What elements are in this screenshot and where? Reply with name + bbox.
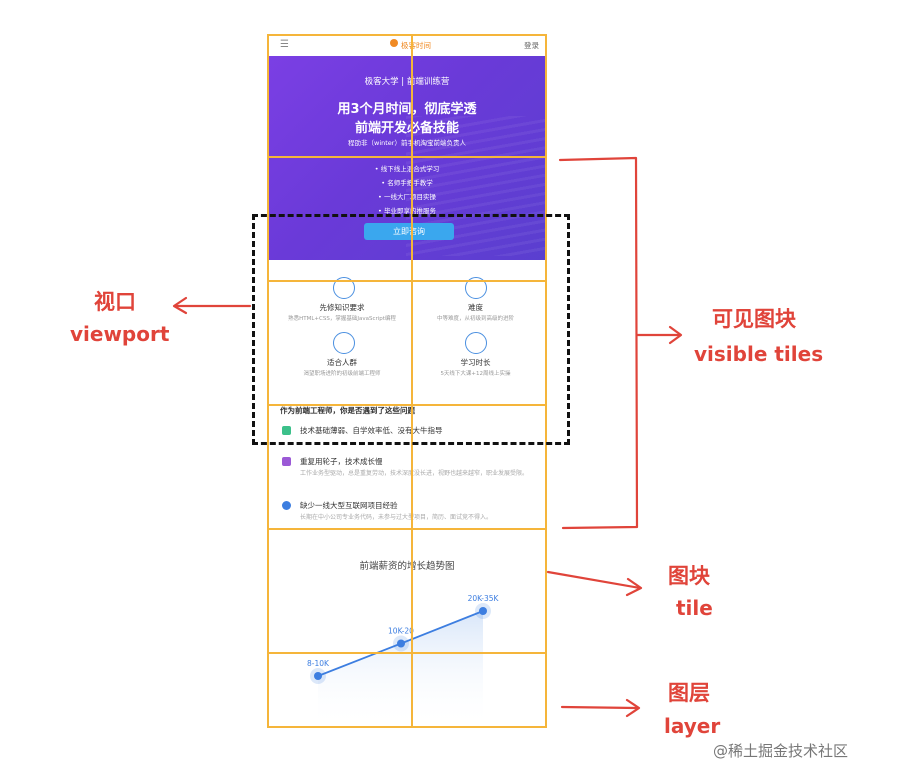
mobile-page: ☰ 极客时间 登录 极客大学 | 前端训练营 用3个月时间，彻底学透 前端开发必…	[268, 36, 546, 728]
data-label: 8-10K	[307, 659, 330, 668]
viewport-arrowhead	[172, 296, 188, 315]
question-title: 缺少一线大型互联网项目经验	[300, 501, 398, 510]
banner-bullet: • 一线大厂项目实操	[378, 193, 436, 201]
tile-label-en: tile	[676, 596, 713, 620]
feature-title: 先修知识要求	[319, 303, 365, 312]
hamburger-icon[interactable]: ☰	[280, 39, 289, 50]
banner-headline-2: 前端开发必备技能	[354, 121, 459, 136]
banner-headline-1: 用3个月时间，彻底学透	[337, 102, 477, 117]
calendar-icon	[465, 332, 487, 354]
chart-area	[318, 611, 483, 728]
layer-arrow	[560, 705, 640, 710]
logo-text: 极客时间	[401, 41, 431, 50]
tile	[411, 652, 547, 728]
layer-label-cn: 图层	[668, 681, 710, 705]
banner-bullet: • 名师手把手教学	[381, 179, 433, 187]
question-title: 重复用轮子，技术成长慢	[300, 457, 383, 466]
visible-tiles-bracket	[558, 156, 639, 530]
feature-sub: 渴望职场进阶的初级前端工程师	[303, 371, 381, 377]
feature-sub: 熟悉HTML+CSS，掌握基础JavaScript编程	[288, 316, 396, 322]
viewport-box	[252, 214, 570, 445]
consult-button[interactable]: 立即咨询	[364, 223, 454, 240]
check-icon	[282, 426, 291, 435]
questions-title: 作为前端工程师，你是否遇到了这些问题	[280, 406, 415, 415]
graduation-cap-icon	[333, 277, 355, 299]
hero-banner: 极客大学 | 前端训练营 用3个月时间，彻底学透 前端开发必备技能 程劭非（wi…	[268, 56, 546, 260]
data-point	[479, 607, 487, 615]
people-icon	[333, 332, 355, 354]
viewport-label-en: viewport	[70, 322, 170, 346]
banner-bullet: • 毕业即享内推服务	[378, 207, 436, 215]
salary-chart: 8-10K 10K-20 20K-35K	[307, 594, 500, 728]
tile-label-cn: 图块	[668, 564, 710, 588]
chart-title: 前端薪资的增长趋势图	[359, 561, 455, 572]
data-point	[397, 639, 405, 648]
data-point	[314, 672, 322, 680]
feature-title: 适合人群	[327, 358, 357, 367]
top-bar: ☰ 极客时间 登录	[268, 36, 546, 56]
visible-tiles-label-cn: 可见图块	[712, 307, 796, 331]
question-title: 技术基础薄弱、自学效率低、没有大牛指导	[300, 426, 443, 435]
chart-icon	[465, 277, 487, 299]
tile-arrowhead	[625, 577, 643, 597]
data-label: 20K-35K	[468, 594, 500, 603]
wheel-icon	[282, 457, 291, 466]
banner-bullet: • 线下线上混合式学习	[374, 165, 440, 173]
logo-icon	[390, 39, 398, 47]
banner-author: 程劭非（winter）前手机淘宝前端负责人	[348, 139, 466, 147]
visible-tiles-label-en: visible tiles	[694, 342, 824, 366]
feature-sub: 中等难度，从初级到高级的进阶	[436, 316, 514, 322]
login-link[interactable]: 登录	[524, 41, 539, 50]
visible-tiles-arrowhead	[668, 325, 683, 345]
layer-arrowhead	[625, 698, 641, 718]
layer-label-en: layer	[664, 714, 721, 738]
feature-sub: 5天线下大课+12周线上实操	[440, 371, 511, 377]
feature-title: 学习时长	[460, 358, 491, 367]
feature-title: 难度	[468, 303, 483, 312]
tile-arrow	[546, 570, 642, 590]
data-label: 10K-20	[388, 627, 414, 636]
banner-brand: 极客大学 | 前端训练营	[364, 77, 450, 87]
viewport-label-cn: 视口	[94, 290, 136, 314]
question-sub: 工作业务型驱动，总是重复劳动，技术深度没长进，视野也越来越窄，职业发展受限。	[300, 470, 529, 477]
star-icon	[282, 501, 291, 510]
question-sub: 长期在中小公司专业务代码，未参与过大型项目，简历、面试竞不得入。	[300, 514, 493, 521]
watermark: @稀土掘金技术社区	[713, 742, 849, 760]
